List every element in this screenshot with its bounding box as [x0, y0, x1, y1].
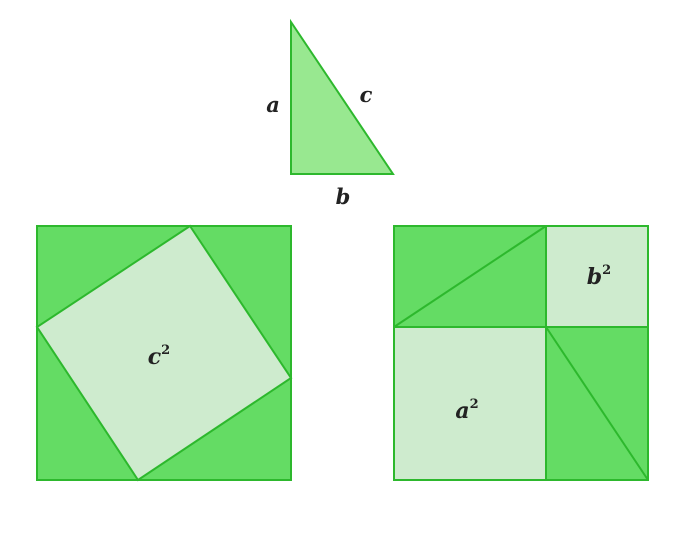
c-squared-base: c [148, 344, 162, 370]
b-squared-label: b2 [587, 263, 611, 290]
right-triangle [290, 18, 395, 175]
a-squared-square [393, 326, 547, 481]
side-c-label: c [360, 82, 373, 107]
bottom-right-diagonal [545, 326, 649, 481]
a-squared-label: a2 [455, 397, 478, 424]
c-squared-exponent: 2 [161, 343, 170, 358]
c-squared-label: c2 [148, 343, 170, 370]
a-squared-exponent: 2 [470, 397, 479, 412]
top-left-diagonal [393, 225, 547, 328]
a-squared-base: a [455, 398, 469, 424]
b-squared-square [545, 225, 649, 328]
reference-triangle: a c b [266, 18, 395, 209]
left-square-arrangement: c2 [35, 224, 293, 482]
b-squared-base: b [587, 264, 602, 290]
c-squared-tilted-square [35, 224, 293, 482]
side-a-label: a [266, 92, 280, 117]
right-square-arrangement: b2 a2 [393, 225, 649, 481]
side-b-label: b [336, 184, 351, 209]
b-squared-exponent: 2 [602, 263, 611, 278]
